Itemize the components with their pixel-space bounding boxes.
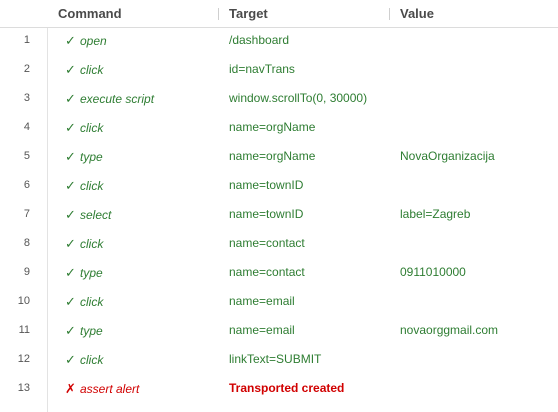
command-label: click <box>80 179 104 193</box>
target-cell[interactable]: window.scrollTo(0, 30000) <box>229 91 368 105</box>
target-cell[interactable]: name=contact <box>229 236 305 250</box>
table-row[interactable]: 8 ✓ click name=contact <box>0 230 558 259</box>
line-number: 8 <box>23 237 30 249</box>
check-icon: ✓ <box>65 149 76 164</box>
table-row[interactable]: 9 ✓ type name=contact 0911010000 <box>0 259 558 288</box>
header-command[interactable]: Command <box>58 6 122 21</box>
command-cell[interactable]: ✓ type <box>65 149 103 165</box>
header-target[interactable]: Target <box>229 6 268 21</box>
target-cell[interactable]: name=email <box>229 294 295 308</box>
line-number: 2 <box>23 63 30 75</box>
command-label: execute script <box>80 92 155 106</box>
value-cell[interactable]: NovaOrganizacija <box>400 149 495 163</box>
command-cell[interactable]: ✓ select <box>65 207 111 223</box>
table-row[interactable]: 6 ✓ click name=townID <box>0 172 558 201</box>
table-row[interactable]: 12 ✓ click linkText=SUBMIT <box>0 346 558 375</box>
table-row[interactable]: 4 ✓ click name=orgName <box>0 114 558 143</box>
header-divider[interactable] <box>218 8 219 20</box>
line-number: 12 <box>17 353 30 365</box>
table-header: Command Target Value <box>0 0 558 28</box>
check-icon: ✓ <box>65 178 76 193</box>
target-cell[interactable]: name=orgName <box>229 120 316 134</box>
target-cell[interactable]: name=email <box>229 323 295 337</box>
target-cell[interactable]: linkText=SUBMIT <box>229 352 322 366</box>
check-icon: ✓ <box>65 33 76 48</box>
check-icon: ✓ <box>65 352 76 367</box>
line-number: 9 <box>23 266 30 278</box>
check-icon: ✓ <box>65 62 76 77</box>
command-label: assert alert <box>80 382 140 396</box>
check-icon: ✓ <box>65 236 76 251</box>
table-row[interactable]: 1 ✓ open/dashboard <box>0 27 558 56</box>
table-row[interactable]: 10 ✓ click name=email <box>0 288 558 317</box>
header-value[interactable]: Value <box>400 6 434 21</box>
check-icon: ✓ <box>65 265 76 280</box>
command-cell[interactable]: ✓ click <box>65 120 103 136</box>
cross-icon: ✗ <box>65 381 76 396</box>
target-cell[interactable]: name=townID <box>229 178 304 192</box>
check-icon: ✓ <box>65 294 76 309</box>
value-cell[interactable]: novaorggmail.com <box>400 323 499 337</box>
header-divider[interactable] <box>389 8 390 20</box>
value-cell[interactable]: 0911010000 <box>400 265 466 279</box>
command-cell[interactable]: ✓ open <box>65 33 107 49</box>
target-cell[interactable]: id=navTrans <box>229 62 295 76</box>
target-cell[interactable]: Transported created <box>229 381 345 395</box>
line-number: 4 <box>23 121 30 133</box>
command-label: select <box>80 208 112 222</box>
table-row[interactable]: 11 ✓ type name=email novaorggmail.com <box>0 317 558 346</box>
line-number: 13 <box>17 382 30 394</box>
line-number: 5 <box>23 150 30 162</box>
command-label: click <box>80 121 104 135</box>
command-label: click <box>80 63 104 77</box>
command-cell[interactable]: ✓ type <box>65 323 103 339</box>
target-cell[interactable]: name=townID <box>229 207 304 221</box>
command-label: click <box>80 353 104 367</box>
command-cell[interactable]: ✓ click <box>65 62 103 78</box>
command-cell[interactable]: ✓ click <box>65 352 103 368</box>
check-icon: ✓ <box>65 207 76 222</box>
table-row[interactable]: 13 ✗ assert alert Transported created <box>0 375 558 404</box>
line-number: 1 <box>23 34 30 46</box>
target-cell[interactable]: name=contact <box>229 265 305 279</box>
check-icon: ✓ <box>65 91 76 106</box>
line-number: 3 <box>23 92 30 104</box>
line-number: 10 <box>17 295 30 307</box>
command-cell[interactable]: ✓ click <box>65 236 103 252</box>
line-number: 7 <box>23 208 30 220</box>
command-label: type <box>80 266 103 280</box>
line-number: 6 <box>23 179 30 191</box>
target-cell[interactable]: name=orgName <box>229 149 316 163</box>
target-cell[interactable]: /dashboard <box>229 33 290 47</box>
value-cell[interactable]: label=Zagreb <box>400 207 471 221</box>
command-cell[interactable]: ✓ click <box>65 294 103 310</box>
command-label: click <box>80 237 104 251</box>
command-cell[interactable]: ✓ type <box>65 265 103 281</box>
table-row[interactable]: 7 ✓ select name=townID label=Zagreb <box>0 201 558 230</box>
check-icon: ✓ <box>65 323 76 338</box>
command-cell[interactable]: ✓ click <box>65 178 103 194</box>
command-label: open <box>80 34 107 48</box>
check-icon: ✓ <box>65 120 76 135</box>
line-number: 11 <box>18 324 30 336</box>
command-cell[interactable]: ✗ assert alert <box>65 381 139 397</box>
table-row[interactable]: 3 ✓ execute script window.scrollTo(0, 30000… <box>0 85 558 114</box>
table-row[interactable]: 2 ✓ click id=navTrans <box>0 56 558 85</box>
command-label: type <box>80 324 103 338</box>
command-cell[interactable]: ✓ execute script <box>65 91 154 107</box>
command-label: type <box>80 150 103 164</box>
command-label: click <box>80 295 104 309</box>
table-row[interactable]: 5 ✓ type name=orgName NovaOrganizacija <box>0 143 558 172</box>
line-number-gutter <box>0 0 48 412</box>
